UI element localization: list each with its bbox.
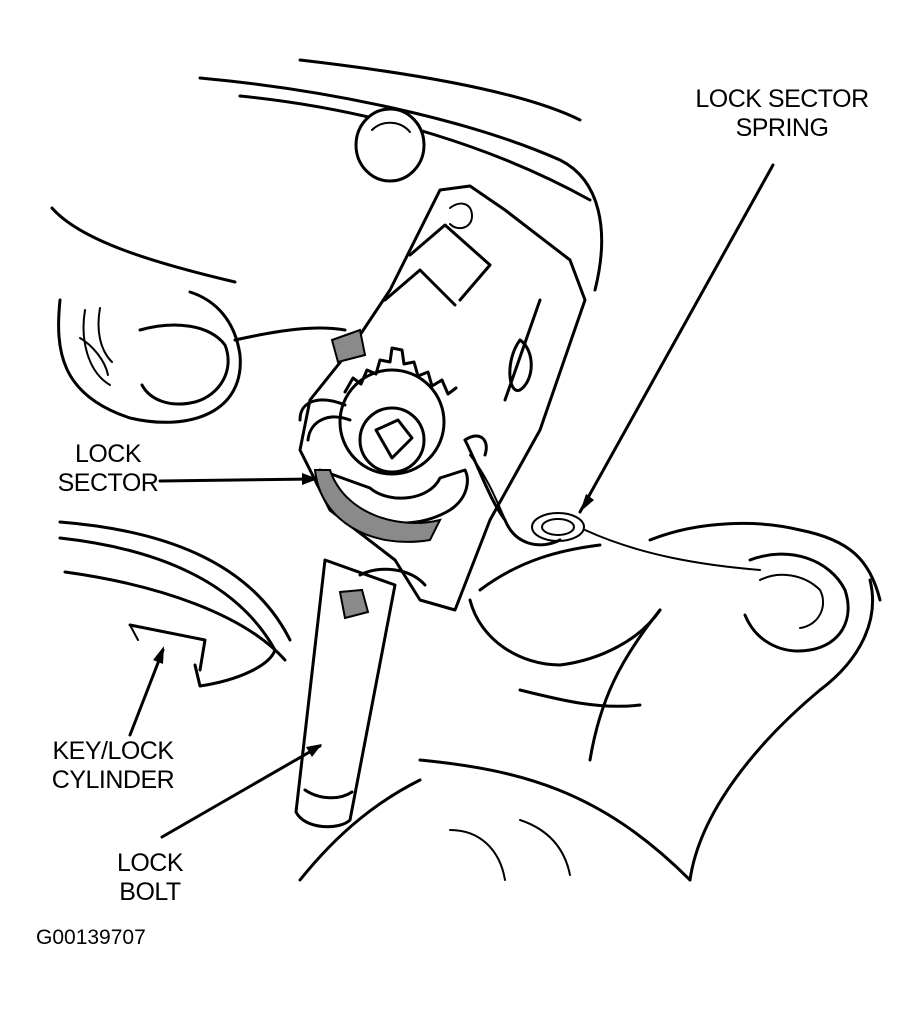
column-lower-ring bbox=[58, 520, 292, 688]
leader-cylinder bbox=[128, 648, 165, 737]
leader-sector bbox=[158, 477, 317, 483]
label-lock-bolt-line2: BOLT bbox=[119, 878, 181, 906]
arrowhead-bolt bbox=[306, 744, 322, 757]
lock-housing bbox=[298, 184, 587, 612]
arrowhead-cylinder bbox=[153, 646, 164, 664]
leader-spring bbox=[578, 163, 775, 514]
label-lock-sector-line1: LOCK bbox=[74, 440, 142, 468]
label-key-lock-cylinder-line2: CYLINDER bbox=[51, 766, 175, 794]
lock-bolt bbox=[294, 558, 427, 829]
left-hand-upper bbox=[50, 206, 347, 424]
right-hand bbox=[298, 521, 882, 882]
leader-lines bbox=[128, 163, 775, 839]
label-lock-sector-spring: LOCK SECTOR SPRING bbox=[692, 85, 872, 143]
column-housing bbox=[198, 58, 604, 292]
label-lock-sector-spring-line1: LOCK SECTOR bbox=[695, 85, 869, 113]
label-key-lock-cylinder-line1: KEY/LOCK bbox=[52, 737, 174, 765]
arrowhead-sector bbox=[302, 473, 318, 485]
lock-sector-spring bbox=[463, 438, 761, 571]
label-lock-sector-line2: SECTOR bbox=[57, 469, 159, 497]
label-lock-sector-spring-line2: SPRING bbox=[735, 114, 829, 142]
leader-bolt bbox=[160, 744, 322, 839]
label-lock-bolt-line1: LOCK bbox=[116, 849, 184, 877]
lock-sector-gear bbox=[298, 346, 488, 543]
label-lock-sector: LOCK SECTOR bbox=[48, 440, 168, 498]
label-key-lock-cylinder: KEY/LOCK CYLINDER bbox=[38, 737, 188, 795]
label-lock-bolt: LOCK BOLT bbox=[100, 849, 200, 907]
figure-code: G00139707 bbox=[36, 926, 146, 949]
arrowhead-spring bbox=[580, 494, 594, 512]
